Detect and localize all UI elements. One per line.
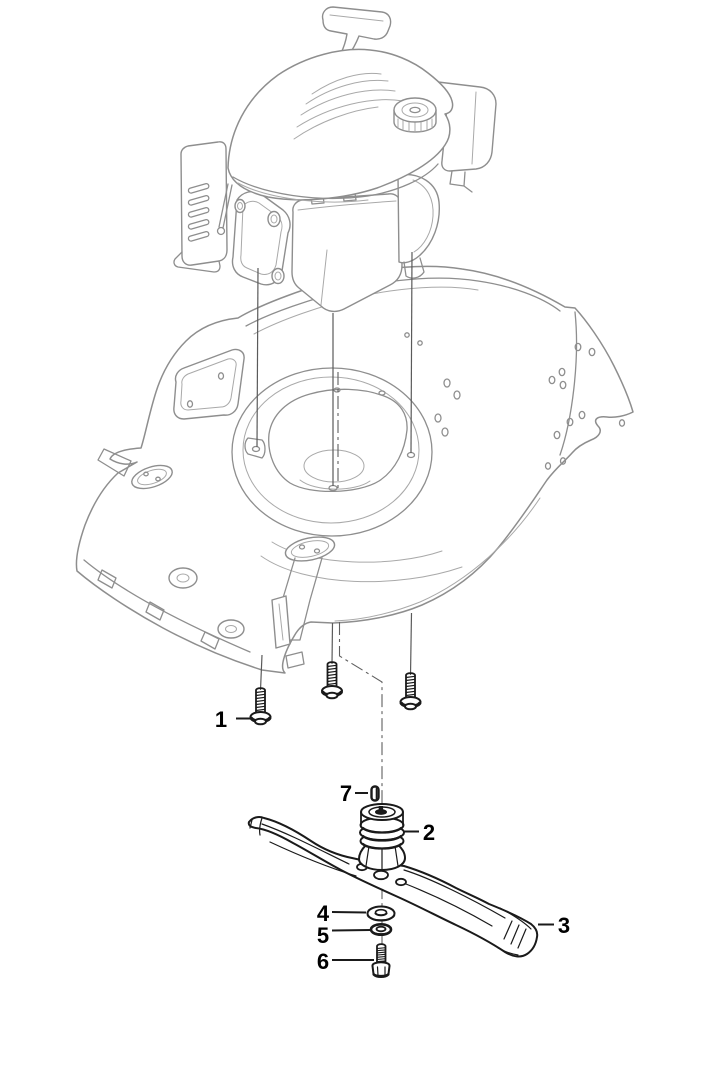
front-wheel-bracket [97,448,173,490]
callout-label-7[interactable]: 7 [340,781,352,806]
callout-label-2[interactable]: 2 [423,820,435,845]
muffler-vent-slats [187,182,210,242]
deck-screw-middle [321,622,343,700]
muffler [173,141,228,273]
deck-screw-left [249,654,272,726]
blade-hub [358,803,406,871]
mower-deck-illustration [75,265,634,674]
callout-6[interactable]: 6 [317,949,374,974]
callout-5[interactable]: 5 [317,923,371,948]
callout-label-3[interactable]: 3 [558,913,570,938]
fuel-cap [393,97,437,133]
blade-bolt [371,943,391,979]
blade-axis-centerline [338,622,383,944]
leader-line-5 [331,929,371,932]
lock-washer [369,922,393,936]
callout-1[interactable]: 1 [215,707,251,732]
deck-screw-right [399,612,422,711]
crankcase [397,173,440,279]
bracket-holes [404,332,626,470]
engine-mount-lines [256,251,413,488]
woodruff-key [370,785,380,802]
blade [247,816,539,958]
leader-line-4 [331,911,367,914]
fuel-cap-knurling [397,118,433,133]
flat-washer [366,905,396,922]
rear-wheel-bracket [271,536,336,669]
blade-wing-hatching [497,907,532,956]
callout-3[interactable]: 3 [538,913,570,938]
callout-label-1[interactable]: 1 [215,707,227,732]
callout-2[interactable]: 2 [404,820,435,845]
callout-label-5[interactable]: 5 [317,923,329,948]
callout-4[interactable]: 4 [317,901,367,926]
callout-label-4[interactable]: 4 [317,901,330,926]
callout-label-6[interactable]: 6 [317,949,329,974]
engine-cover [227,48,454,203]
callout-7[interactable]: 7 [340,781,368,806]
cover-vent-lines [293,72,404,140]
engine-illustration [173,6,497,313]
